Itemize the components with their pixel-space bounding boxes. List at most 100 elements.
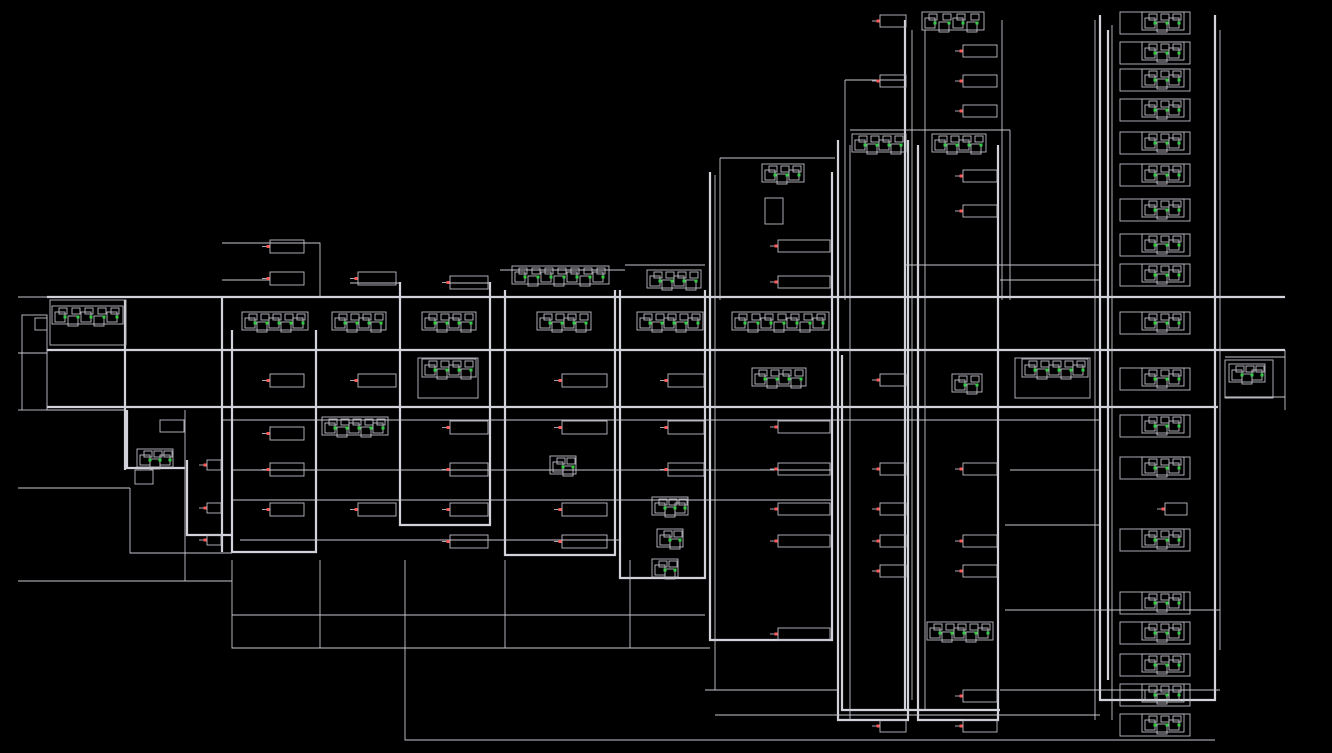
cluster-frame[interactable] xyxy=(321,416,389,436)
cluster-cell[interactable] xyxy=(1235,365,1245,373)
cluster-cell[interactable] xyxy=(643,313,653,321)
stack-cell[interactable] xyxy=(1119,621,1191,645)
cluster-cell[interactable] xyxy=(1160,530,1170,538)
cluster-cell[interactable] xyxy=(794,369,804,377)
cluster-cell[interactable] xyxy=(1156,631,1168,643)
cluster-cell[interactable] xyxy=(352,418,362,426)
cluster-cell[interactable] xyxy=(970,143,982,155)
cluster-cell[interactable] xyxy=(1148,313,1158,321)
cluster-cell[interactable] xyxy=(890,143,902,155)
input-block[interactable] xyxy=(49,299,127,346)
cluster-cell[interactable] xyxy=(562,465,574,477)
cluster-cell[interactable] xyxy=(938,21,950,33)
cluster-cell[interactable] xyxy=(758,369,768,377)
cluster-cell[interactable] xyxy=(1255,365,1265,373)
cluster-cell[interactable] xyxy=(677,271,687,279)
cluster-cell[interactable] xyxy=(1160,165,1170,173)
cluster-cell[interactable] xyxy=(1148,43,1158,51)
cluster-frame[interactable] xyxy=(536,311,592,331)
cluster-cell[interactable] xyxy=(773,321,785,333)
stack-cell[interactable] xyxy=(1119,528,1191,552)
cluster-cell[interactable] xyxy=(579,313,589,321)
cluster-cell[interactable] xyxy=(1064,360,1074,368)
cluster-cell[interactable] xyxy=(1148,133,1158,141)
cluster-cell[interactable] xyxy=(284,313,294,321)
cluster-cell[interactable] xyxy=(675,321,687,333)
cluster-cell[interactable] xyxy=(1172,458,1182,466)
cluster-cell[interactable] xyxy=(364,418,374,426)
cluster-cell[interactable] xyxy=(738,313,748,321)
cluster-cell[interactable] xyxy=(1156,273,1168,285)
cluster-cell[interactable] xyxy=(974,135,984,143)
stack-cell[interactable] xyxy=(1119,683,1191,707)
cluster-cell[interactable] xyxy=(1148,369,1158,377)
cluster-cell[interactable] xyxy=(260,313,270,321)
cluster-cell[interactable] xyxy=(338,313,348,321)
logic-cell[interactable] xyxy=(1014,357,1091,399)
cluster-cell[interactable] xyxy=(1160,623,1170,631)
cluster-cell[interactable] xyxy=(97,307,107,315)
logic-cell[interactable] xyxy=(764,197,784,225)
cluster-cell[interactable] xyxy=(1172,133,1182,141)
cluster-cell[interactable] xyxy=(1160,43,1170,51)
cluster-cell[interactable] xyxy=(1156,21,1168,33)
output-block[interactable] xyxy=(1224,359,1274,399)
cluster-cell[interactable] xyxy=(770,369,780,377)
cluster-cell[interactable] xyxy=(1148,685,1158,693)
stack-cell[interactable] xyxy=(1119,163,1191,187)
cluster-cell[interactable] xyxy=(551,321,563,333)
cluster-cell[interactable] xyxy=(575,321,587,333)
cluster-cell[interactable] xyxy=(664,568,676,580)
cluster-cell[interactable] xyxy=(1156,208,1168,220)
cluster-cell[interactable] xyxy=(163,450,173,458)
cluster-cell[interactable] xyxy=(751,313,761,321)
cluster-cell[interactable] xyxy=(655,313,665,321)
cluster-cell[interactable] xyxy=(1172,265,1182,273)
cluster-cell[interactable] xyxy=(556,457,566,465)
stack-cell[interactable] xyxy=(1119,263,1191,287)
cluster-cell[interactable] xyxy=(1172,715,1182,723)
cluster-frame[interactable] xyxy=(636,311,704,331)
cluster-cell[interactable] xyxy=(966,21,978,33)
cluster-frame[interactable] xyxy=(931,133,987,153)
cluster-cell[interactable] xyxy=(153,450,163,458)
stack-cell[interactable] xyxy=(1119,68,1191,92)
cluster-frame[interactable] xyxy=(421,358,477,378)
cluster-cell[interactable] xyxy=(143,450,153,458)
cluster-cell[interactable] xyxy=(376,418,386,426)
cluster-cell[interactable] xyxy=(1148,715,1158,723)
cluster-frame[interactable] xyxy=(1021,358,1089,378)
stack-cell[interactable] xyxy=(1119,41,1191,65)
cluster-cell[interactable] xyxy=(969,623,979,631)
cluster-frame[interactable] xyxy=(751,367,807,387)
cluster-cell[interactable] xyxy=(665,271,675,279)
cluster-cell[interactable] xyxy=(747,321,759,333)
cluster-cell[interactable] xyxy=(440,360,450,368)
cluster-cell[interactable] xyxy=(1172,13,1182,21)
cluster-cell[interactable] xyxy=(374,313,384,321)
cluster-cell[interactable] xyxy=(981,623,991,631)
stack-cell[interactable] xyxy=(1119,456,1191,480)
cluster-cell[interactable] xyxy=(1172,593,1182,601)
cluster-cell[interactable] xyxy=(1156,243,1168,255)
cluster-cell[interactable] xyxy=(1148,235,1158,243)
cluster-cell[interactable] xyxy=(1172,70,1182,78)
cluster-cell[interactable] xyxy=(1172,235,1182,243)
stack-cell[interactable] xyxy=(1119,11,1191,35)
cluster-frame[interactable] xyxy=(731,311,830,331)
cluster-cell[interactable] xyxy=(970,375,980,383)
cluster-cell[interactable] xyxy=(678,498,688,506)
cluster-cell[interactable] xyxy=(1160,13,1170,21)
cluster-cell[interactable] xyxy=(1172,530,1182,538)
cluster-cell[interactable] xyxy=(1148,530,1158,538)
cluster-cell[interactable] xyxy=(1160,313,1170,321)
cluster-frame[interactable] xyxy=(136,448,174,468)
stack-cell[interactable] xyxy=(1119,414,1191,438)
stack-cell[interactable] xyxy=(1119,98,1191,122)
cluster-cell[interactable] xyxy=(370,321,382,333)
cluster-cell[interactable] xyxy=(790,377,802,389)
cluster-cell[interactable] xyxy=(1160,133,1170,141)
cluster-cell[interactable] xyxy=(653,271,663,279)
cluster-cell[interactable] xyxy=(567,313,577,321)
